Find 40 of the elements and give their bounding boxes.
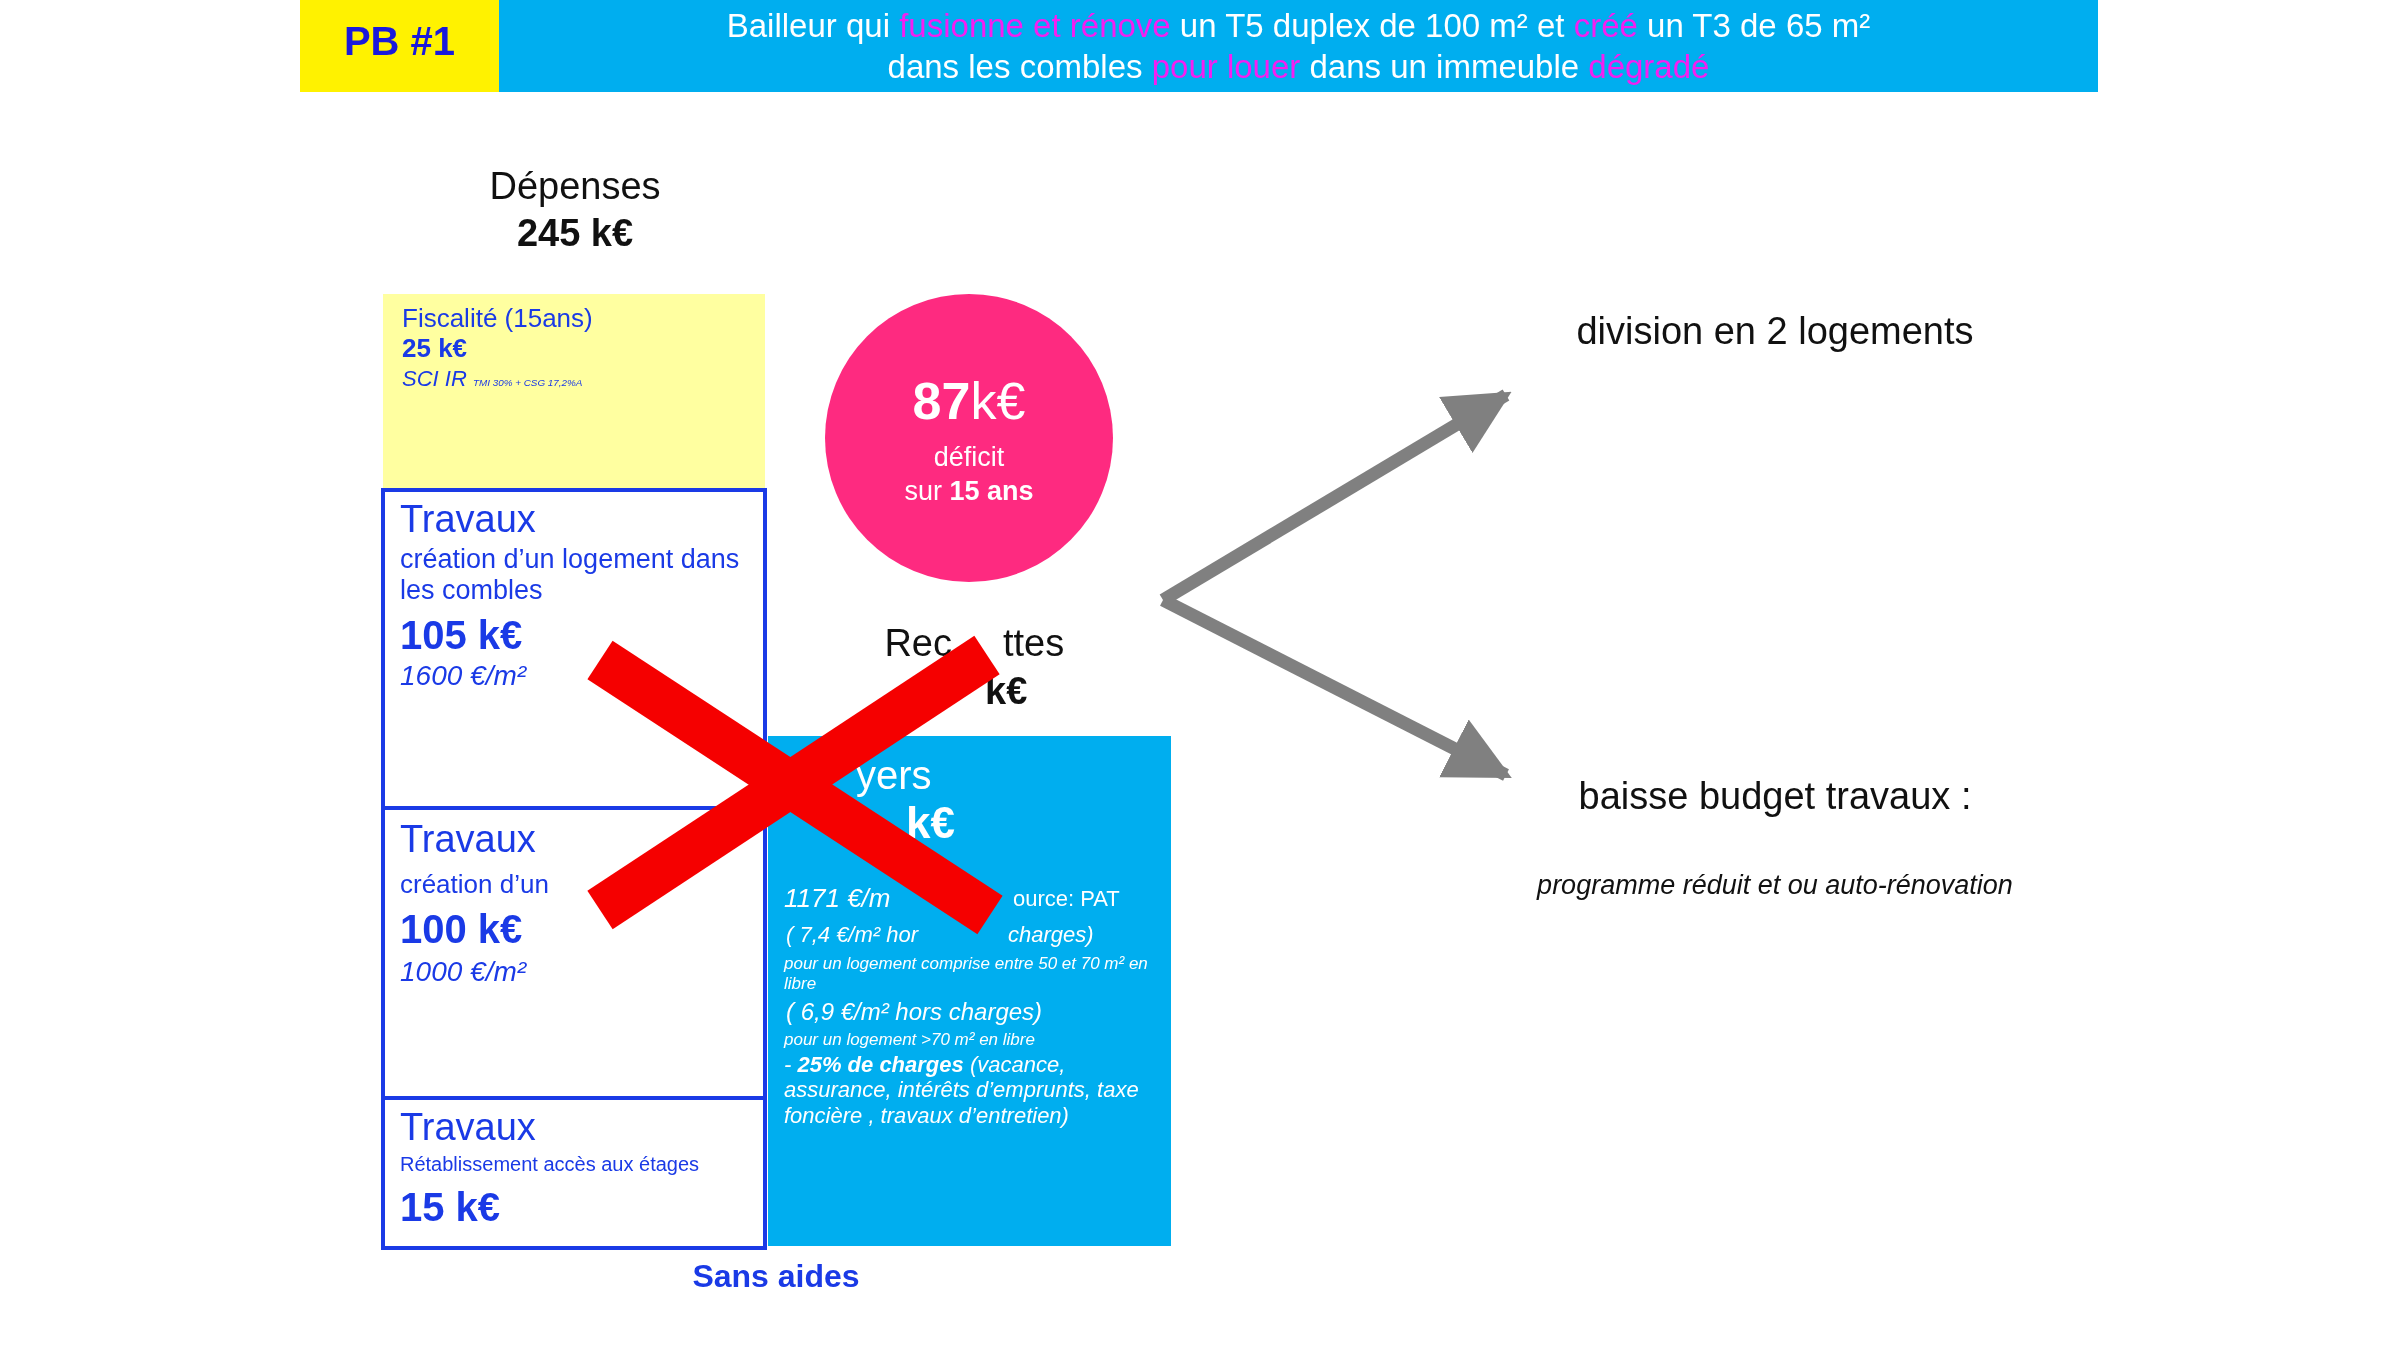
box-heading: yers [856, 752, 933, 798]
deficit-amount: 87k€ [911, 372, 1027, 432]
rent-text: ( 7,4 €/m² hor [786, 922, 920, 948]
column-heading: ttes [1003, 622, 1065, 666]
income-box [768, 736, 1171, 1246]
rent-note: pour un logement >70 m² en libre [784, 1030, 1036, 1050]
amount: 105 k€ [400, 612, 524, 658]
box-heading: Travaux [400, 498, 537, 542]
column-total: 245 k€ [516, 212, 634, 256]
box-heading: Fiscalité (15ans) [402, 304, 594, 334]
outcome-note: programme réduit et ou auto-rénovation [1535, 870, 2014, 902]
deficit-label: sur 15 ans [903, 476, 1035, 508]
column-heading: Rec [884, 622, 952, 666]
outcome-label: baisse budget travaux : [1577, 775, 1973, 819]
unit-cost: 1000 €/m² [400, 956, 528, 989]
rent-text: charges) [1008, 922, 1095, 948]
charges-note: - 25% de charges (vacance, assurance, intérêts d’emprunts, taxe foncière , travaux d’entretien) [784, 1052, 1140, 1128]
rent-text: 1171 €/m [784, 884, 892, 914]
rent-note: pour un logement comprise entre 50 et 70 m² en libre [784, 954, 1149, 994]
amount: k€ [906, 798, 956, 849]
tax-box [383, 294, 765, 490]
rent-text: ource: PAT [1013, 886, 1121, 912]
box-description: création d’un [400, 870, 550, 900]
column-heading: Dépenses [489, 165, 661, 209]
box-heading: Travaux [400, 818, 537, 862]
amount: 100 k€ [400, 906, 524, 952]
amount: 15 k€ [400, 1184, 502, 1230]
deficit-label: déficit [932, 442, 1006, 474]
rent-text: ( 6,9 €/m² hors charges) [786, 998, 1044, 1026]
unit-cost: 1600 €/m² [400, 660, 528, 693]
outcome-label: division en 2 logements [1575, 310, 1975, 354]
tag-box [300, 0, 499, 92]
scenario-label: Sans aides [692, 1258, 860, 1295]
box-description: création d’un logement dans les combles [400, 544, 741, 607]
box-description: Rétablissement accès aux étages [400, 1153, 701, 1176]
column-total: k€ [985, 670, 1028, 714]
box-heading: Travaux [400, 1106, 537, 1150]
tag-label: PB #1 [342, 18, 457, 64]
amount: 25 k€ [402, 334, 469, 364]
title-banner: Bailleur qui fusionne et rénove un T5 duplex de 100 m² et créé un T3 de 65 m² dans les combles pour louer dans un immeuble dégradé [499, 0, 2098, 92]
